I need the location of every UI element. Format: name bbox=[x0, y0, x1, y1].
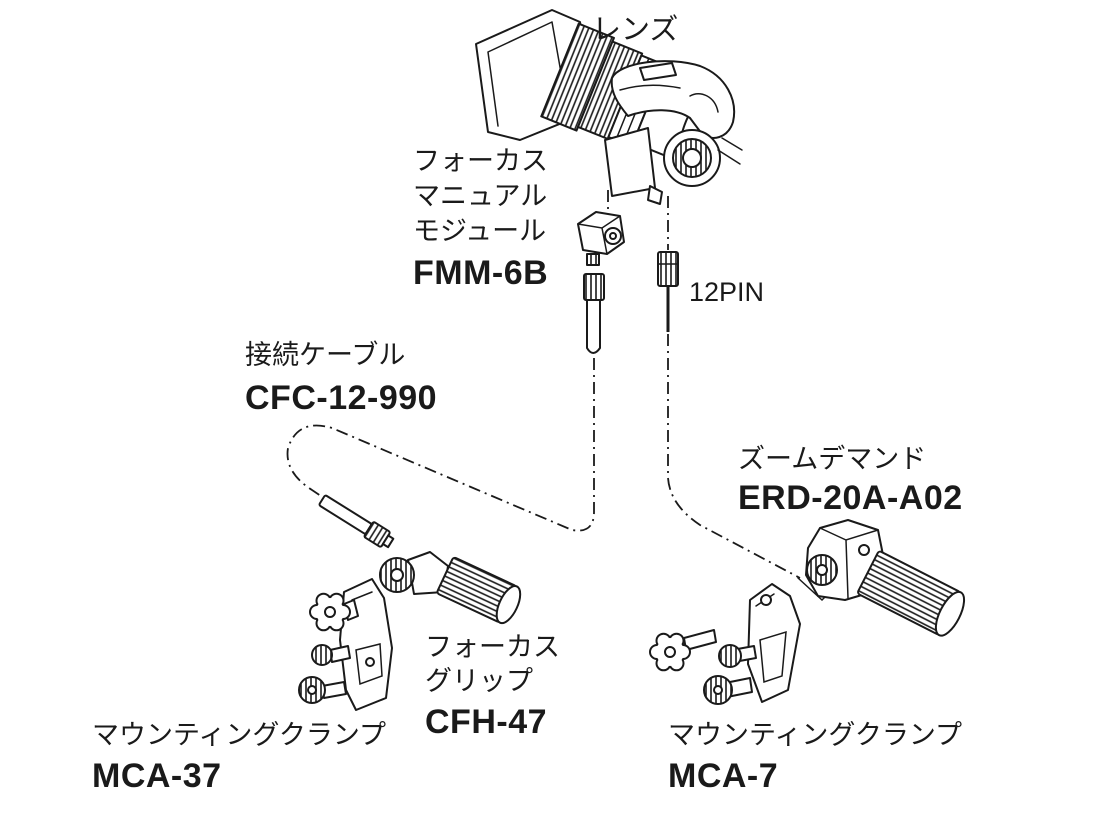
connector-12pin-plug bbox=[657, 251, 679, 287]
clamp-left-screw bbox=[329, 645, 351, 663]
zoom-demand-wheel-hub bbox=[816, 564, 828, 576]
cable-model: CFC-12-990 bbox=[245, 379, 438, 417]
zoom-demand-button bbox=[858, 544, 870, 556]
zoom-demand-label: ズームデマンド bbox=[738, 444, 927, 475]
zoom-demand-cable-line bbox=[667, 334, 801, 579]
focus-module-illustration bbox=[577, 211, 625, 266]
focus-module-label-line: マニュアル bbox=[413, 181, 548, 212]
cable-illustration bbox=[286, 273, 605, 549]
clamp-right-model: MCA-7 bbox=[668, 757, 779, 795]
cable-line bbox=[286, 358, 595, 532]
focus-module-model: FMM-6B bbox=[413, 254, 549, 292]
focus-module-label-line: フォーカス bbox=[413, 146, 548, 177]
clamp-left-label: マウンティングクランプ bbox=[92, 720, 387, 751]
cable-tube-top bbox=[586, 299, 601, 354]
focus-grip-illustration bbox=[379, 551, 522, 625]
lens-servo-housing bbox=[610, 60, 736, 139]
clamp-right-bracket bbox=[747, 583, 801, 703]
focus-grip-label-line: グリップ bbox=[425, 666, 533, 697]
focus-grip-end-cap bbox=[495, 585, 522, 625]
focus-grip-model: CFH-47 bbox=[425, 703, 548, 741]
clamp-right-mid-knob bbox=[718, 644, 742, 668]
cable-end bbox=[318, 494, 395, 549]
focus-grip-wheel-hub bbox=[390, 568, 404, 582]
focus-module-edge bbox=[577, 215, 621, 255]
zoom-demand-end-cap bbox=[934, 590, 966, 637]
clamp-left-illustration bbox=[298, 578, 393, 711]
lens-servo-rocker bbox=[619, 84, 719, 113]
clamp-right-label: マウンティングクランプ bbox=[668, 720, 963, 751]
zoom-demand-grip bbox=[857, 550, 966, 637]
clamp-left-bracket bbox=[339, 578, 393, 711]
clamp-right-hole bbox=[760, 594, 772, 606]
cable-end-tip bbox=[381, 534, 395, 549]
focus-grip-label-line: フォーカス bbox=[425, 632, 560, 663]
focus-grip-handle bbox=[436, 556, 522, 625]
zoom-demand-head-edge bbox=[819, 527, 879, 599]
lens-drive-unit bbox=[604, 127, 656, 197]
knob-center bbox=[664, 646, 676, 658]
cable-connector-top bbox=[583, 273, 605, 301]
clamp-left-model: MCA-37 bbox=[92, 757, 222, 795]
connector-illustration bbox=[657, 251, 801, 579]
knob-center bbox=[324, 606, 336, 618]
focus-module-thread bbox=[586, 253, 600, 266]
clamp-left-lower-knob-center bbox=[307, 685, 317, 695]
zoom-demand-model: ERD-20A-A02 bbox=[738, 479, 963, 517]
zoom-demand-illustration bbox=[797, 519, 966, 637]
clamp-right-lower-knob-center bbox=[713, 685, 723, 695]
cable-label: 接続ケーブル bbox=[245, 340, 406, 371]
cable-end-rod bbox=[318, 494, 373, 535]
clamp-left-bracket-detail bbox=[351, 591, 383, 686]
focus-module-knob-center bbox=[609, 232, 617, 240]
clamp-left-hole bbox=[365, 657, 375, 667]
clamp-left-knob bbox=[309, 592, 351, 632]
lens-lever bbox=[647, 185, 663, 205]
clamp-right-illustration bbox=[649, 583, 801, 705]
lens-servo-cable bbox=[717, 137, 743, 165]
lens-illustration bbox=[475, 9, 743, 205]
lens-label: レンズ bbox=[592, 12, 679, 46]
clamp-left-small-knob bbox=[311, 644, 333, 666]
clamp-right-knob bbox=[649, 632, 691, 672]
lens-drive-hub bbox=[682, 148, 702, 168]
focus-module-label-line: モジュール bbox=[413, 216, 547, 247]
connector-label: 12PIN bbox=[689, 277, 765, 307]
lens-servo-switch bbox=[639, 62, 677, 81]
